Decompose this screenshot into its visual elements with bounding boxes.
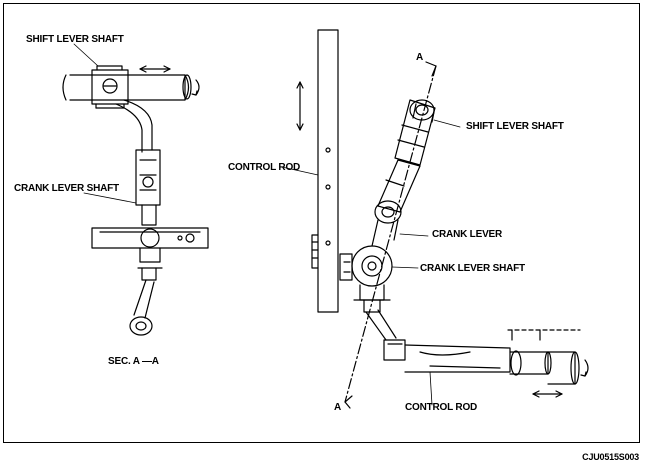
right-shift-lever-shaft (394, 99, 436, 166)
leader-lines (73, 43, 461, 406)
label-crank-lever-shaft-left: CRANK LEVER SHAFT (14, 183, 119, 194)
left-shaft-slide-arrow (139, 65, 171, 73)
label-section: SEC. A —A (108, 356, 159, 367)
right-crank-lever (371, 159, 421, 247)
right-control-rod-vertical (311, 29, 339, 313)
label-control-rod-top: CONTROL ROD (228, 162, 301, 173)
label-crank-lever: CRANK LEVER (432, 229, 503, 240)
control-rod-horizontal-arrow (532, 390, 563, 398)
left-crank-lever-shaft (91, 149, 209, 281)
label-section-mark-bottom: A (334, 402, 342, 413)
label-shift-lever-shaft-right: SHIFT LEVER SHAFT (466, 121, 564, 132)
section-arrows (344, 61, 437, 409)
right-lower-lever (365, 309, 406, 361)
left-lever-arm (115, 99, 153, 153)
left-section-view (62, 65, 209, 336)
figure-code: CJU0515S003 (582, 452, 639, 462)
section-line-a-a (344, 65, 437, 403)
control-rod-vertical-arrow (296, 81, 304, 131)
label-section-mark-top: A (416, 52, 424, 63)
left-shift-lever-shaft (62, 65, 200, 109)
label-shift-lever-shaft-left: SHIFT LEVER SHAFT (26, 34, 124, 45)
right-control-rod-horizontal (404, 329, 589, 385)
left-lower-lever (129, 279, 155, 336)
figure-frame (3, 3, 640, 443)
label-crank-lever-shaft-right: CRANK LEVER SHAFT (420, 263, 525, 274)
right-crank-lever-shaft (339, 245, 393, 313)
label-control-rod-bottom: CONTROL ROD (405, 402, 478, 413)
